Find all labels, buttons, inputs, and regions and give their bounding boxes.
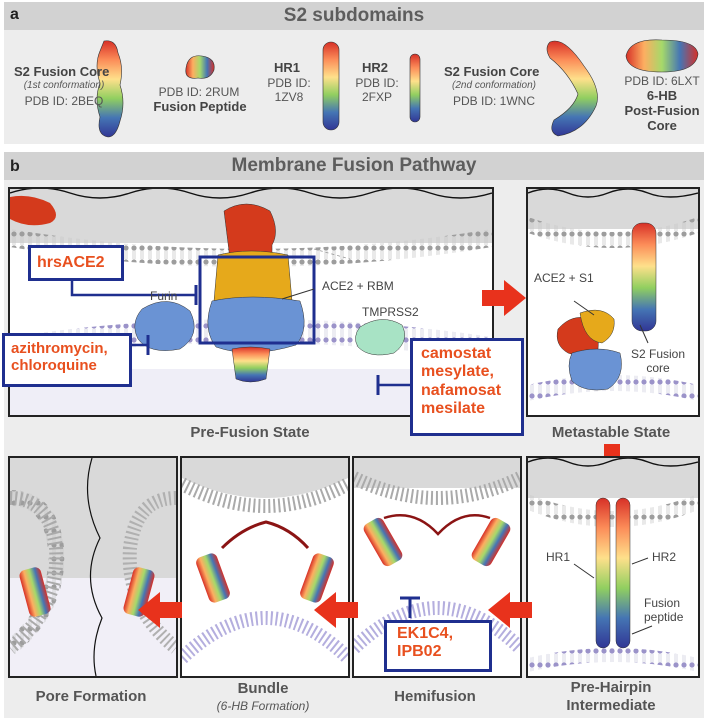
s2-core-1-title: S2 Fusion Core <box>14 64 110 79</box>
tmprss2-label: TMPRSS2 <box>362 305 419 319</box>
panel-a-title: S2 subdomains <box>283 5 425 26</box>
state-bundle: Bundle <box>237 680 289 697</box>
state-metastable: Metastable State <box>551 424 671 441</box>
drug-azithromycin-line-2: chloroquine <box>11 357 97 375</box>
state-prehairpin-1: Pre-Hairpin <box>570 679 652 696</box>
drug-camostat-line-1: camostat <box>421 345 492 362</box>
ace2-rbm-label: ACE2 + RBM <box>322 279 394 293</box>
arrow-bundle-to-pore <box>138 592 182 628</box>
state-pore-formation: Pore Formation <box>35 688 147 705</box>
hr1-label: HR1 <box>546 550 571 564</box>
metastable-scene <box>528 189 698 401</box>
s2-core-2-structure <box>546 40 598 137</box>
six-hb-structure <box>625 39 699 73</box>
fusion-peptide-label-1: Fusion <box>644 596 681 610</box>
s2-core-2-pdb: PDB ID: 1WNC <box>452 94 535 108</box>
s2-fusion-core-label-1: S2 Fusion <box>630 347 686 361</box>
panel-b-letter: b <box>10 158 20 175</box>
s2-core-2-subtitle: (2nd conformation) <box>452 80 536 91</box>
hr1-pdb-label: PDB ID: <box>267 76 311 90</box>
bundle-scene <box>182 458 348 664</box>
metastable-box: ACE2 + S1 S2 Fusion core <box>526 187 700 417</box>
drug-camostat-line-2: mesylate, <box>421 363 494 381</box>
fusion-peptide-title: Fusion Peptide <box>153 99 247 114</box>
six-hb-pdb: PDB ID: 6LXT <box>624 74 700 88</box>
hr1-title: HR1 <box>274 60 301 75</box>
hr2-structure <box>409 53 421 123</box>
arrow-prefusion-to-metastable <box>482 280 526 316</box>
hr1-pdb-id: 1ZV8 <box>274 90 304 104</box>
state-prefusion: Pre-Fusion State <box>190 424 310 441</box>
pore-formation-box <box>8 456 178 678</box>
state-hemifusion: Hemifusion <box>394 688 476 705</box>
panel-b-title: Membrane Fusion Pathway <box>231 155 477 176</box>
arrow-hemifusion-to-bundle <box>314 592 358 628</box>
fusion-peptide-structure <box>185 55 215 79</box>
drug-camostat-line-4: mesilate <box>421 400 486 418</box>
drug-ek1c4: EK1C4, IPB02 <box>384 620 492 672</box>
hr2-pdb-id: 2FXP <box>361 90 392 104</box>
drug-camostat: camostat mesylate, nafamosat mesilate <box>410 338 524 436</box>
fusion-peptide-pdb: PDB ID: 2RUM <box>158 85 240 99</box>
s2-core-1-structure <box>96 40 124 138</box>
state-bundle-subtitle: (6-HB Formation) <box>216 699 310 713</box>
furin-label: Furin <box>150 289 178 303</box>
hr2-title: HR2 <box>362 60 389 75</box>
s2-core-1-subtitle: (1st conformation) <box>23 80 105 91</box>
hemifusion-scene <box>354 458 520 654</box>
drug-azithromycin-line-1: azithromycin, <box>11 340 108 357</box>
state-prehairpin-2: Intermediate <box>566 697 656 714</box>
s2-fusion-core-label-2: core <box>646 361 670 375</box>
prehairpin-box: HR1 HR2 Fusion peptide <box>526 456 700 678</box>
fusion-peptide-label-2: peptide <box>644 610 684 624</box>
six-hb-title-3: Core <box>647 118 677 133</box>
panel-a-header: S2 subdomains <box>4 2 704 30</box>
s2-core-1-pdb: PDB ID: 2BEQ <box>24 94 104 108</box>
hr2-label: HR2 <box>652 550 677 564</box>
six-hb-title-2: Post-Fusion <box>624 103 700 118</box>
hemifusion-box <box>352 456 522 678</box>
drug-hrsace2: hrsACE2 <box>28 245 124 281</box>
arrow-prehairpin-to-hemifusion <box>488 592 532 628</box>
panel-b-header: Membrane Fusion Pathway <box>4 152 704 180</box>
hr1-structure <box>322 41 340 131</box>
drug-camostat-line-3: nafamosat <box>421 381 502 399</box>
ace2-s1-label: ACE2 + S1 <box>534 271 594 285</box>
bundle-box <box>180 456 350 678</box>
drug-ek1c4-line-2: IPB02 <box>397 643 442 661</box>
drug-ek1c4-line-1: EK1C4, <box>397 625 454 642</box>
panel-a: S2 subdomains a S2 Fusion Core (1st conf… <box>4 2 704 144</box>
hr2-pdb-label: PDB ID: <box>355 76 399 90</box>
drug-azithromycin: azithromycin, chloroquine <box>2 333 132 387</box>
pore-formation-scene <box>10 458 176 676</box>
six-hb-title-1: 6-HB <box>646 88 678 103</box>
prehairpin-scene <box>528 458 698 672</box>
s2-core-2-title: S2 Fusion Core <box>444 64 540 79</box>
panel-a-letter: a <box>10 6 19 23</box>
